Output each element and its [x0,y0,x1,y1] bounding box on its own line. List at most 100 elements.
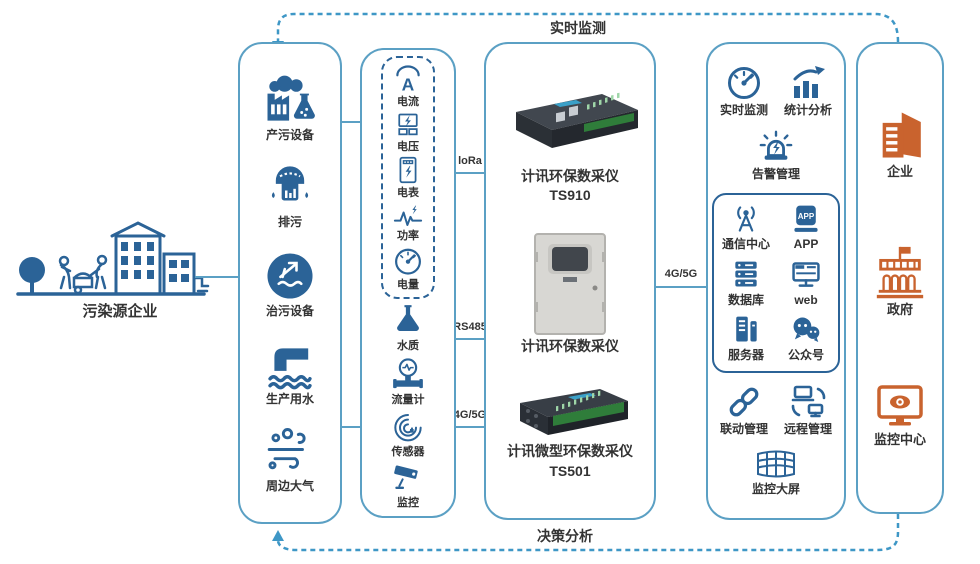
item-label: 电压 [397,140,419,153]
remote-management-icon [790,384,826,420]
item-label: 生产用水 [265,392,314,407]
voltage-icon [394,112,422,138]
connector-source-to-pollution [195,276,238,278]
cabinet-collector-image [524,232,616,336]
wechat-official-icon [790,314,822,346]
device-block: 计讯环保数采仪 TS910 [496,82,644,205]
list-item: 公众号 [782,314,830,363]
item-label: 电量 [397,278,419,291]
list-item: 电量 [393,246,423,292]
list-item: 统计分析 [784,65,832,118]
device-block: 计讯微型环保数采仪 TS501 [506,383,634,480]
bottom-flow-arrowhead [272,530,284,541]
4g5g-right-link-label: 4G/5G [664,268,698,280]
list-item: 实时监测 [720,65,768,118]
item-label: 监控中心 [873,432,926,448]
list-item: 数据库 [722,259,770,308]
sensor-icon [392,411,424,443]
production-water-icon [264,338,316,390]
platform-top-row: 实时监测 统计分析 [720,65,832,118]
item-label: web [794,292,818,307]
web-monitor-icon [790,259,822,291]
item-label: 监控大屏 [751,482,800,497]
item-label: 流量计 [391,393,425,406]
current-icon: A [393,65,423,93]
list-item: 企业 [874,108,926,180]
top-flow-label: 实时监测 [550,20,606,36]
connector-pollution-to-sensors-1 [342,121,360,123]
list-item: 流量计 [391,357,425,407]
current-icon-letter: A [402,74,415,93]
item-label: 统计分析 [784,103,833,118]
flow-meter-icon [391,357,425,391]
power-meter-icon [394,156,422,184]
connector-4g5g-left-line [456,426,484,428]
pollution-sources-column: 产污设备 排污 [238,42,342,524]
list-item: APP APP [782,203,830,252]
item-label: 数据库 [727,292,764,307]
government-building-icon [872,244,928,300]
list-item: 周边大气 [265,427,315,494]
water-quality-icon [391,303,425,337]
item-label: 产污设备 [265,128,314,142]
video-wall-icon [754,448,798,480]
lora-link-label: loRa [458,155,482,167]
device-model: TS501 [549,462,591,479]
list-item: 联动管理 [720,384,768,437]
device-title: 计讯环保数采仪 [521,338,619,355]
list-item: 水质 [391,303,425,353]
device-title: 计讯微型环保数采仪 [507,443,633,460]
item-label: APP [793,236,819,251]
item-label: 电流 [397,96,419,108]
connector-lora-line [456,172,484,174]
list-item: 告警管理 [752,129,800,182]
factory-flask-icon [263,72,317,126]
list-item: 排污 [265,163,315,230]
list-item: 生产用水 [264,338,316,407]
platform-services-box: 通信中心 APP APP [711,192,841,374]
power-wave-icon [393,203,423,227]
list-item: 功率 [393,203,423,243]
item-label: 通信中心 [721,236,770,251]
list-item: web [782,259,830,308]
item-label: 远程管理 [784,422,833,437]
ts501-gateway-image [506,383,634,441]
collectors-column: 计讯环保数采仪 TS910 计讯环保数采仪 [484,42,656,520]
list-item: 远程管理 [784,384,832,437]
connector-pollution-to-sensors-2 [342,426,360,428]
app-icon-text: APP [798,212,815,221]
device-model: TS910 [549,187,591,204]
item-label: 水质 [397,340,419,353]
users-column: 企业 政 [856,42,944,514]
database-icon [730,259,762,291]
pollution-source-illustration [12,220,212,305]
connector-4g5g-right-line [656,286,706,288]
pollution-source-label: 污染源企业 [82,303,158,320]
electric-metering-group: A 电流 电压 [381,56,435,300]
list-item: 传感器 [392,411,425,459]
list-item: 政府 [872,244,928,318]
rs485-link-label: RS485 [453,321,487,333]
app-icon: APP [790,203,822,235]
item-label: 传感器 [391,445,425,458]
monitoring-center-icon [874,382,926,430]
item-label: 治污设备 [265,303,314,318]
item-label: 告警管理 [751,166,800,181]
item-label: 电表 [397,187,419,200]
item-label: 企业 [886,164,913,180]
item-label: 功率 [397,229,419,242]
platform-column: 实时监测 统计分析 [706,42,846,520]
alarm-icon [757,129,795,165]
bottom-flow-label: 决策分析 [537,528,593,544]
item-label: 政府 [886,302,913,318]
platform-bottom-row: 联动管理 远程管理 [720,384,832,437]
item-label: 周边大气 [265,479,314,494]
treatment-equipment-icon [264,250,316,302]
item-label: 公众号 [788,348,825,363]
list-item: 监控中心 [874,382,926,448]
item-label: 监控 [397,497,419,510]
list-item: 电压 [394,112,422,154]
item-label: 服务器 [727,348,764,363]
sensors-column: A 电流 电压 [360,48,456,518]
